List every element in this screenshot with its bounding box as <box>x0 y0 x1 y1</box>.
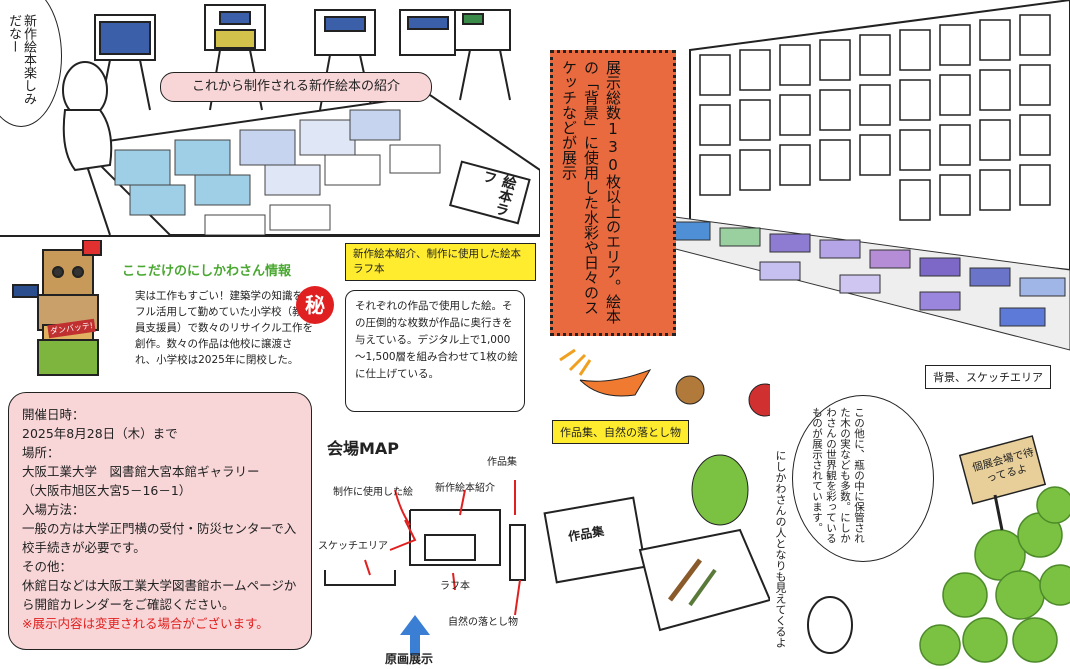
info-panel: ダンバッテ! ここだけのにしかわさん情報 実は工作もすごい！建築学の知識をフル活… <box>0 240 340 388</box>
event-text: 開催日時： 2025年8月28日（木）まで 場所： 大阪工業大学 図書館大宮本館… <box>22 405 307 633</box>
map-area: 会場MAP 作品集 制作に使用した絵 新作絵本紹介 スケッチエリア ラフ本 自然… <box>315 425 540 669</box>
entry-value: 一般の方は大学正門横の受付・防災センターで入校手続きが必要です。 <box>22 521 297 555</box>
heading-text: 展示総数130枚以上のエリア。絵本の「背景」に使用した水彩や日々のスケッチなどが… <box>560 60 622 324</box>
address-value: （大阪市旭区大宮5－16－1） <box>22 483 192 498</box>
works-illustration <box>543 348 770 632</box>
secret-mark: 秘 <box>296 286 334 324</box>
dates-value: 2025年8月28日（木）まで <box>22 426 178 441</box>
greenery-illustration <box>807 435 1070 666</box>
map-label-works: 作品集 <box>487 457 517 468</box>
map-label-used: 制作に使用した絵 <box>333 487 413 498</box>
sketch-area-caption: 背景、スケッチエリア <box>925 365 1051 389</box>
info-bubble-text: この他に、瓶の中に保管された木の実なども多数。にしかわさんの世界観を彩っているも… <box>811 407 865 544</box>
corner-panel: この他に、瓶の中に保管された木の実なども多数。にしかわさんの世界観を彩っているも… <box>770 395 1070 669</box>
map-label-original: 原画展示 <box>385 652 434 666</box>
other-value: 休館日などは大阪工業大学図書館ホームページから開館カレンダーをご確認ください。 <box>22 578 297 612</box>
robot-icon <box>12 240 102 376</box>
map-label-new: 新作絵本紹介 <box>435 483 495 494</box>
side-text: にしかわさんの人となりも見えてくるよ <box>774 450 787 648</box>
heading-box <box>550 50 676 336</box>
desk-illustration <box>62 4 540 235</box>
map-label-nature: 自然の落とし物 <box>448 617 518 628</box>
works-caption: 作品集、自然の落とし物 <box>552 420 689 444</box>
entry-label: 入場方法： <box>22 502 85 517</box>
place-value: 大阪工業大学 図書館大宮本館ギャラリー <box>22 464 260 479</box>
change-note: ※展示内容は変更される場合がございます。 <box>22 616 269 631</box>
place-label: 場所： <box>22 445 60 460</box>
top-left-panel: 新作絵本楽しみだなー これから制作される新作絵本の紹介 絵本ラフ <box>0 0 540 237</box>
speech-text: 新作絵本楽しみだなー <box>6 14 36 105</box>
map-label-rough: ラフ本 <box>440 581 470 592</box>
other-label: その他： <box>22 559 73 574</box>
works-panel: 作品集、自然の落とし物 作品集 <box>540 330 770 669</box>
event-box <box>8 392 312 650</box>
top-right-panel: 展示総数130枚以上のエリア。絵本の「背景」に使用した水彩や日々のスケッチなどが… <box>540 0 1070 395</box>
info-bubble <box>792 395 934 562</box>
map-title: 会場MAP <box>327 439 400 458</box>
rough-box <box>345 290 525 412</box>
dates-label: 開催日時： <box>22 407 85 422</box>
map-label-sketch: スケッチエリア <box>318 541 388 552</box>
map-drawing <box>324 480 526 655</box>
info-title: ここだけのにしかわさん情報 <box>122 264 292 279</box>
banner: これから制作される新作絵本の紹介 <box>160 72 432 102</box>
rough-text: それぞれの作品で使用した絵。その圧倒的な枚数が作品に奥行きを与えている。デジタル… <box>355 300 518 380</box>
rough-caption: 新作絵本紹介、制作に使用した絵本ラフ本 <box>345 243 536 281</box>
info-body: 実は工作もすごい！建築学の知識をフル活用して勤めていた小学校（教員支援員）で数々… <box>135 290 313 366</box>
